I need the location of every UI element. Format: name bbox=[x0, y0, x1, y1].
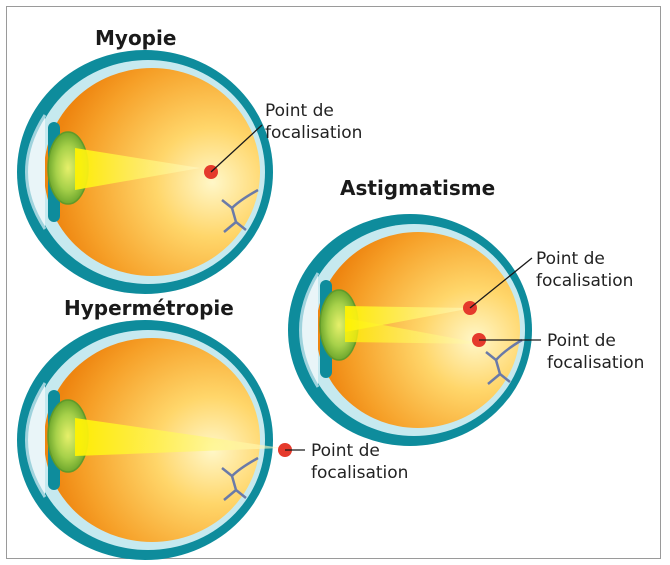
title-astigmatism: Astigmatisme bbox=[340, 178, 495, 198]
title-myopia: Myopie bbox=[95, 28, 176, 48]
eye-astigmatism bbox=[288, 214, 541, 446]
label-focal-myopia: Point de focalisation bbox=[265, 100, 362, 144]
label-focal-astig-1: Point de focalisation bbox=[536, 248, 633, 292]
eye-myopia bbox=[17, 50, 273, 294]
label-focal-hyperopia: Point de focalisation bbox=[311, 440, 408, 484]
label-focal-astig-2: Point de focalisation bbox=[547, 330, 644, 374]
title-hyperopia: Hypermétropie bbox=[64, 298, 234, 318]
eye-hyperopia bbox=[17, 320, 305, 560]
